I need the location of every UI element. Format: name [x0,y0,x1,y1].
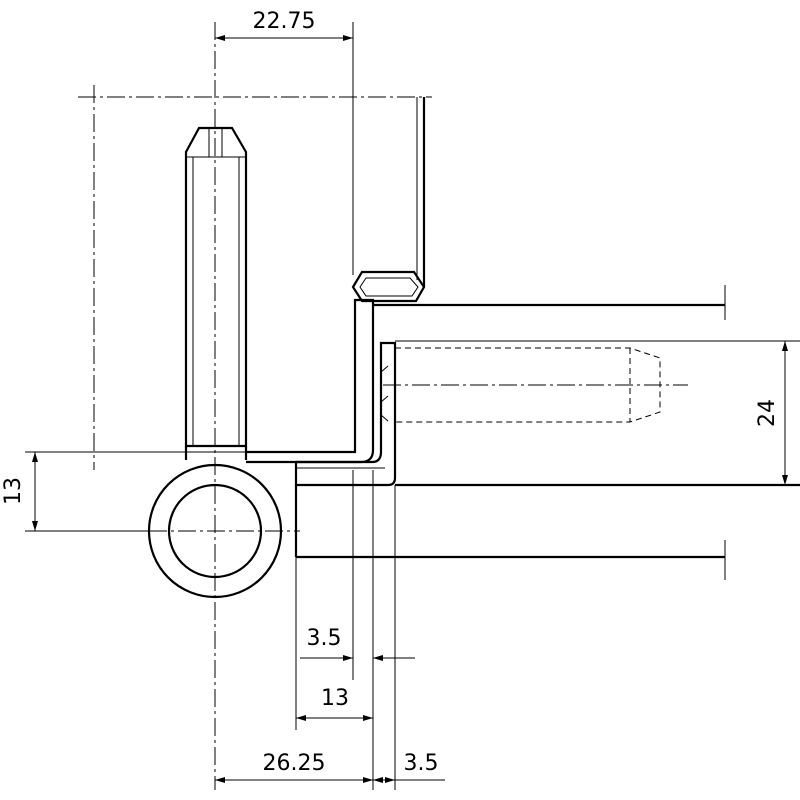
frame-profile [351,22,426,303]
dim-bottom-width: 26.25 [215,751,373,783]
extension-lines [25,340,800,790]
dim-left-height-label: 13 [1,477,26,505]
fixing-screw-hidden [395,347,661,423]
dim-left-height: 13 [1,452,38,531]
dim-lower-width: 13 [296,686,373,721]
dim-lower-gap-a-label: 3.5 [307,626,342,651]
dim-lower-gap-a: 3.5 [300,626,415,661]
dim-bottom-gap-label: 3.5 [404,751,439,776]
hinge-pin [184,126,248,460]
dim-top-width: 22.75 [215,9,353,41]
dim-top-width-label: 22.75 [253,9,316,34]
dim-right-height-label: 24 [755,399,780,427]
dim-bottom-width-label: 26.25 [263,751,326,776]
hinge-leaf [246,298,397,487]
dim-right-height: 24 [755,341,788,485]
dim-lower-width-label: 13 [321,686,349,711]
center-lines [78,22,688,790]
dim-bottom-gap: 3.5 [373,751,445,783]
door-leaf [294,285,800,580]
